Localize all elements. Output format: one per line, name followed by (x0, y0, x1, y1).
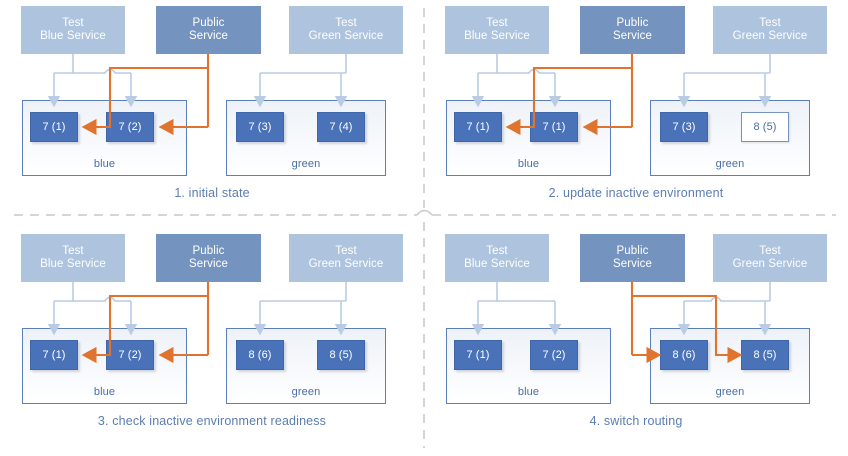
environment-green-label: green (291, 386, 321, 398)
service-public-line1: Public (192, 244, 225, 257)
environment-blue-label: blue (93, 158, 116, 170)
service-public-line1: Public (616, 16, 649, 29)
pod-blue-1[interactable]: 7 (1) (30, 340, 78, 370)
environment-blue-label: blue (517, 158, 540, 170)
pod-green-1[interactable]: 7 (3) (660, 112, 708, 142)
service-test-green-line2: Green Service (732, 30, 808, 42)
service-test-blue-line1: Test (486, 16, 508, 29)
service-test-blue[interactable]: Test Blue Service (445, 6, 549, 54)
service-test-blue-line2: Blue Service (40, 258, 106, 270)
public-service-routing-1 (81, 54, 210, 136)
service-public-line1: Public (616, 244, 649, 257)
service-test-blue-line1: Test (486, 244, 508, 257)
panel-update-inactive-environment: Test Blue Service Public Service Test Gr… (424, 0, 848, 228)
pod-green-2[interactable]: 7 (4) (317, 112, 365, 142)
pod-green-1[interactable]: 8 (6) (660, 340, 708, 370)
test-service-routing-4 (471, 282, 772, 336)
panel-caption-2: 2. update inactive environment (548, 186, 724, 200)
service-public-line1: Public (192, 16, 225, 29)
public-service-routing-2 (505, 54, 634, 136)
panel-caption-3: 3. check inactive environment readiness (97, 414, 327, 428)
service-test-green-line2: Green Service (308, 30, 384, 42)
panel-switch-routing: Test Blue Service Public Service Test Gr… (424, 228, 848, 456)
pod-blue-2[interactable]: 7 (2) (106, 112, 154, 142)
pod-green-2[interactable]: 8 (5) (317, 340, 365, 370)
service-test-blue-line1: Test (62, 16, 84, 29)
service-test-blue-line1: Test (62, 244, 84, 257)
service-test-green[interactable]: Test Green Service (713, 234, 827, 282)
service-test-green[interactable]: Test Green Service (713, 6, 827, 54)
service-test-blue[interactable]: Test Blue Service (21, 6, 125, 54)
pod-blue-1[interactable]: 7 (1) (454, 112, 502, 142)
pod-blue-2[interactable]: 7 (2) (530, 340, 578, 370)
service-test-blue-line2: Blue Service (40, 30, 106, 42)
service-test-blue-line2: Blue Service (464, 30, 530, 42)
service-test-green-line1: Test (335, 16, 357, 29)
environment-blue-label: blue (93, 386, 116, 398)
service-test-green-line1: Test (759, 244, 781, 257)
service-test-blue-line2: Blue Service (464, 258, 530, 270)
service-test-green[interactable]: Test Green Service (289, 6, 403, 54)
public-service-routing-3 (81, 282, 210, 364)
service-public-line2: Service (188, 258, 229, 270)
test-service-routing-1 (47, 54, 348, 108)
pod-blue-2[interactable]: 7 (1) (530, 112, 578, 142)
panel-initial-state: Test Blue Service Public Service Test Gr… (0, 0, 424, 228)
service-test-green[interactable]: Test Green Service (289, 234, 403, 282)
service-test-green-line2: Green Service (308, 258, 384, 270)
service-test-green-line1: Test (335, 244, 357, 257)
environment-green-label: green (715, 158, 745, 170)
service-public[interactable]: Public Service (156, 234, 261, 282)
environment-green-label: green (715, 386, 745, 398)
pod-green-2[interactable]: 8 (5) (741, 340, 789, 370)
service-test-blue[interactable]: Test Blue Service (445, 234, 549, 282)
service-public[interactable]: Public Service (580, 234, 685, 282)
panel-caption-4: 4. switch routing (589, 414, 683, 428)
panel-caption-1: 1. initial state (174, 186, 250, 200)
environment-green-label: green (291, 158, 321, 170)
service-test-green-line1: Test (759, 16, 781, 29)
pod-green-1[interactable]: 8 (6) (236, 340, 284, 370)
service-test-green-line2: Green Service (732, 258, 808, 270)
pod-green-2-pending[interactable]: 8 (5) (741, 112, 789, 142)
pod-green-1[interactable]: 7 (3) (236, 112, 284, 142)
panel-check-inactive-environment-readiness: Test Blue Service Public Service Test Gr… (0, 228, 424, 456)
test-service-routing-2 (471, 54, 772, 108)
service-test-blue[interactable]: Test Blue Service (21, 234, 125, 282)
service-public[interactable]: Public Service (156, 6, 261, 54)
environment-blue-label: blue (517, 386, 540, 398)
pod-blue-1[interactable]: 7 (1) (30, 112, 78, 142)
public-service-routing-4 (630, 282, 743, 364)
service-public-line2: Service (612, 258, 653, 270)
pod-blue-1[interactable]: 7 (1) (454, 340, 502, 370)
service-public[interactable]: Public Service (580, 6, 685, 54)
service-public-line2: Service (612, 30, 653, 42)
service-public-line2: Service (188, 30, 229, 42)
